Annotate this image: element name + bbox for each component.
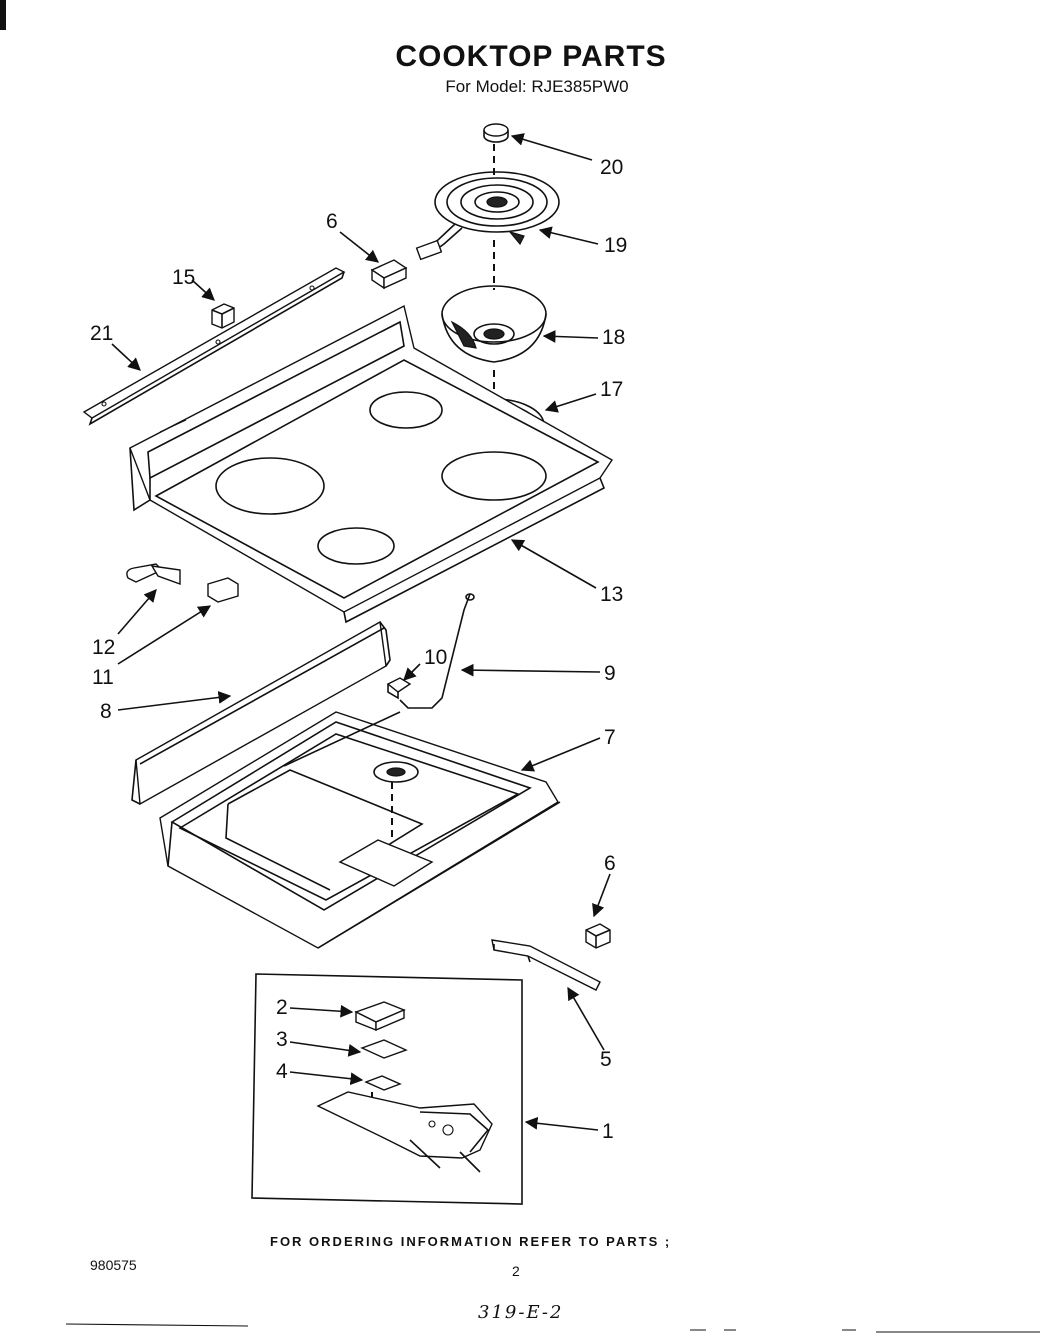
part-15-clip: [211, 303, 235, 329]
callout-2: 2: [276, 996, 288, 1019]
page-number: 2: [512, 1263, 520, 1279]
part-8-front-panel: [131, 620, 391, 806]
part-13-cooktop: [129, 304, 614, 624]
part-5-bracket: [491, 939, 601, 991]
part-21-trim-bar: [82, 267, 346, 426]
callout-19: 19: [604, 234, 627, 257]
model-subtitle-text: For Model: RJE385PW0: [445, 77, 629, 96]
handwritten-note: 319-E-2: [478, 1302, 564, 1323]
ordering-note: FOR ORDERING INFORMATION REFER TO PARTS …: [270, 1234, 672, 1249]
callout-3: 3: [276, 1028, 288, 1051]
callout-20: 20: [600, 156, 623, 179]
callout-17: 17: [600, 378, 623, 401]
part-18-drip-bowl: [441, 285, 547, 363]
corner-mark: [0, 0, 6, 30]
part-10-bracket: [386, 677, 412, 700]
callout-1: 1: [602, 1120, 614, 1143]
part-7-burner-box: [159, 711, 561, 949]
callout-11: 11: [92, 666, 114, 689]
part-6-terminal-block: [370, 259, 408, 290]
part-6-lower-block: [585, 923, 611, 949]
bottom-rule-left: [65, 1323, 249, 1327]
callout-labels: 20 19 6 15 18 21 17 13 12 11 10 9 8 7 6 …: [90, 156, 627, 1143]
callout-8: 8: [100, 700, 112, 723]
document-code: 980575: [90, 1257, 137, 1273]
callout-10: 10: [424, 646, 447, 669]
callout-15: 15: [172, 266, 195, 289]
callout-4: 4: [276, 1060, 288, 1083]
callout-6-lower: 6: [604, 852, 616, 875]
callout-9: 9: [604, 662, 616, 685]
part-12-bracket: [126, 563, 181, 585]
callout-21: 21: [90, 322, 113, 345]
callout-5: 5: [600, 1048, 612, 1071]
part-20-cap: [483, 123, 509, 143]
callout-12: 12: [92, 636, 115, 659]
bottom-rule-right: [690, 1329, 1040, 1333]
model-subtitle: For Model: RJE385PW0: [0, 77, 1062, 97]
callout-7: 7: [604, 726, 616, 749]
callout-18: 18: [602, 326, 625, 349]
part-19-surface-element: [415, 171, 560, 261]
page-title: COOKTOP PARTS: [395, 40, 667, 73]
part-9-support-rod: [399, 593, 475, 709]
callout-6-top: 6: [326, 210, 338, 233]
leader-lines: [111, 133, 611, 1131]
part-1-switch-assembly: [251, 973, 523, 1205]
part-11-clip: [207, 577, 239, 603]
callout-13: 13: [600, 583, 623, 606]
